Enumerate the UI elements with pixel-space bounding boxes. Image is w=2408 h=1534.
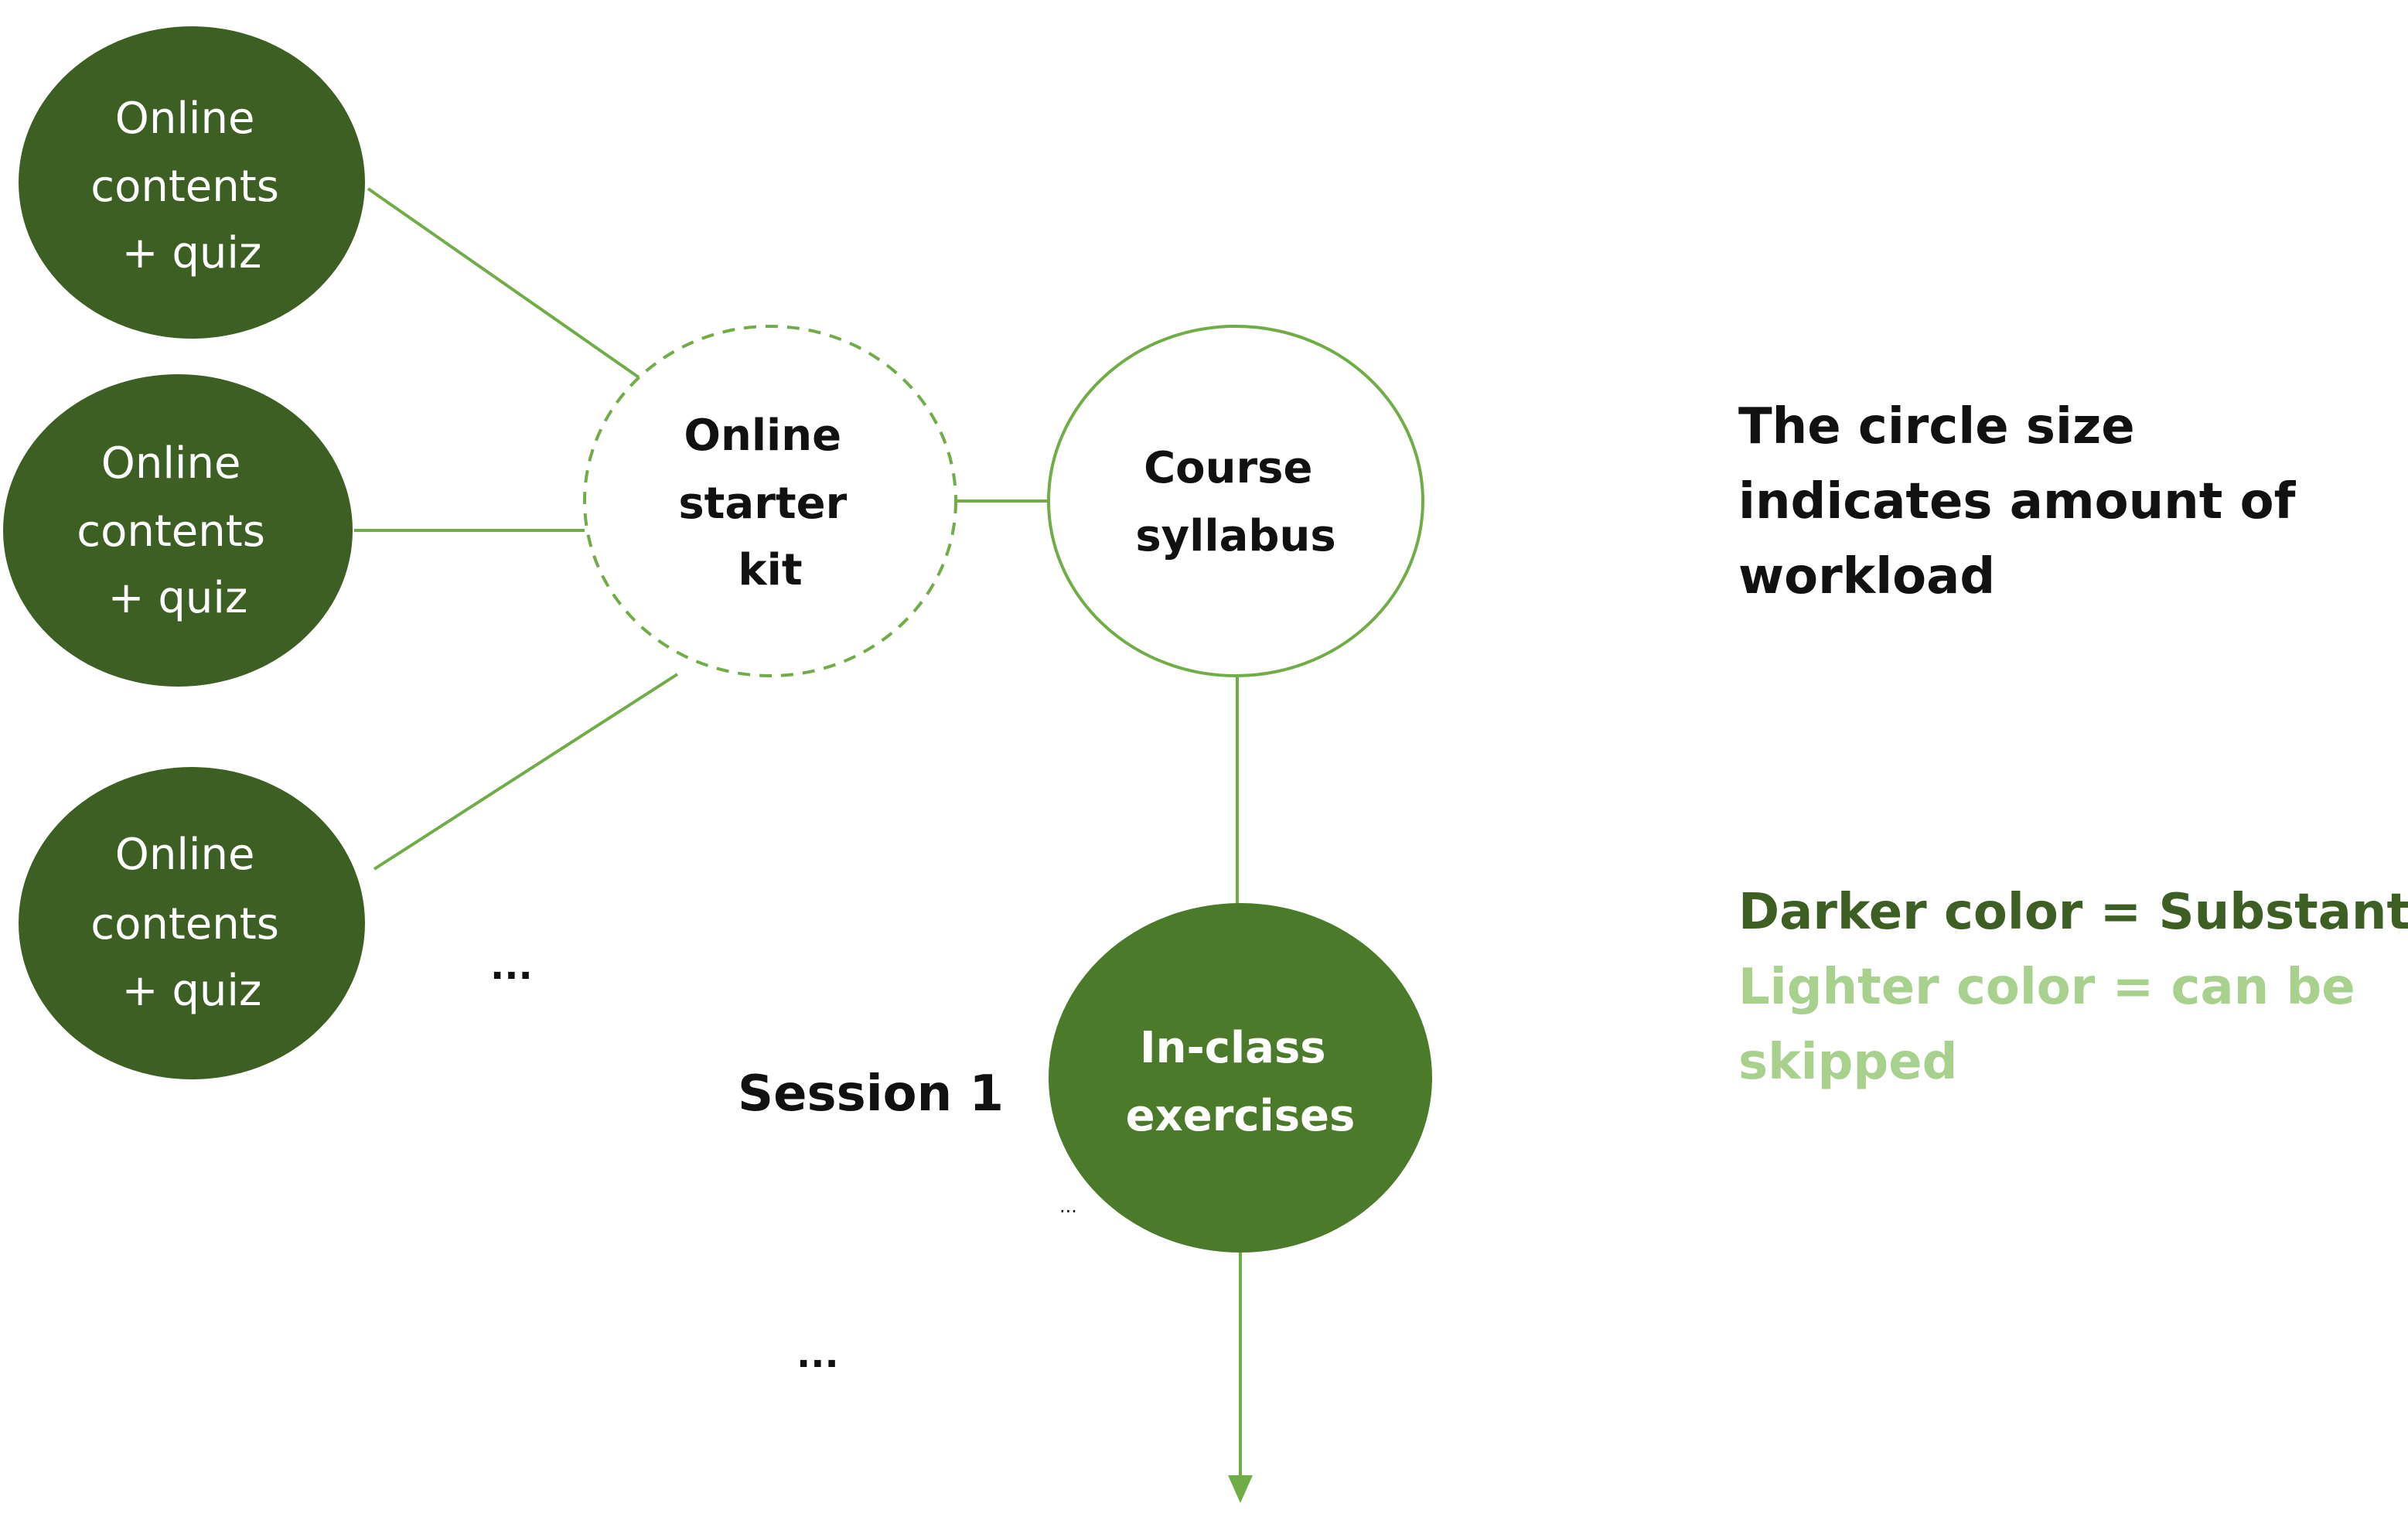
node-circle: [19, 26, 365, 339]
node-label: In-class exercises: [1126, 1023, 1356, 1141]
session-label: Session 1: [738, 1065, 1004, 1123]
node-circle: [583, 325, 957, 677]
node-online-contents-1: Online contents + quiz: [19, 26, 365, 339]
node-online-contents-2: Online contents + quiz: [3, 374, 353, 687]
node-label: Online contents + quiz: [90, 94, 292, 278]
color-legend: Darker color = Substantial Lighter color…: [1738, 875, 2408, 1100]
node-in-class-exercises: In-class exercises: [1049, 903, 1432, 1253]
node-online-starter-kit: Online starter kit: [583, 325, 957, 677]
ellipsis-small: ...: [1059, 1195, 1077, 1217]
node-label: Online contents + quiz: [77, 438, 278, 623]
legend-lighter-color: Lighter color = can be skipped: [1738, 959, 2355, 1091]
node-circle: [1047, 325, 1424, 677]
connector-contents-1-to-starter-kit: [367, 187, 640, 379]
node-label: Course syllabus: [1135, 443, 1335, 561]
ellipsis-more-contents: ...: [490, 945, 533, 988]
node-label: Online starter kit: [678, 411, 861, 595]
ellipsis-more-sessions: ...: [796, 1333, 839, 1376]
node-circle: [19, 767, 365, 1079]
connector-contents-3-to-starter-kit: [373, 673, 679, 871]
workload-size-note: The circle size indicates amount of work…: [1738, 398, 2296, 605]
legend-darker-color: Darker color = Substantial: [1738, 884, 2408, 941]
node-online-contents-3: Online contents + quiz: [19, 767, 365, 1079]
node-circle: [3, 374, 353, 687]
node-course-syllabus: Course syllabus: [1047, 325, 1424, 677]
node-label: Online contents + quiz: [90, 830, 292, 1016]
node-circle: [1049, 903, 1432, 1253]
